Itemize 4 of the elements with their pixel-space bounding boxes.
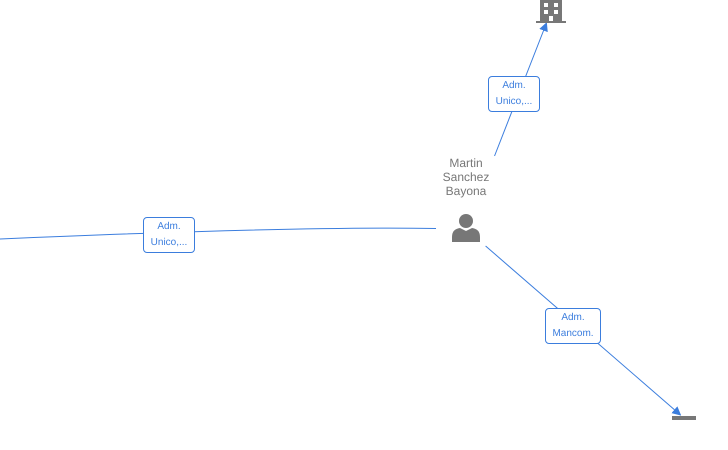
edge-label: Adm. Mancom.: [545, 308, 601, 344]
edge-label: Adm. Unico,...: [143, 217, 195, 253]
edge-label: Adm. Unico,...: [488, 76, 540, 112]
person-name: Martin Sanchez Bayona: [442, 156, 490, 198]
